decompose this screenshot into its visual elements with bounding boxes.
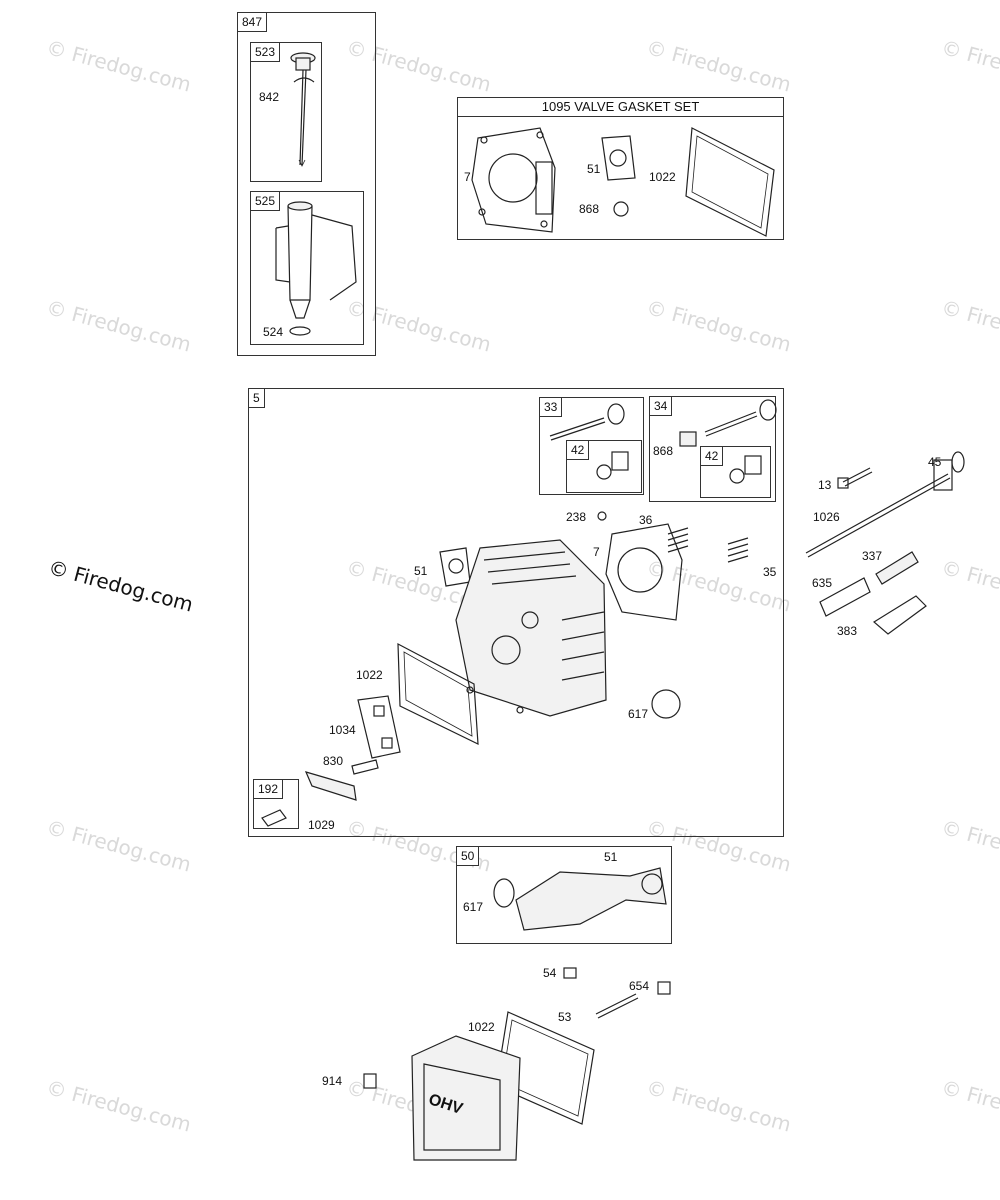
group-33-42-tag: 42 [567,441,590,460]
group-192-tag: 192 [254,780,284,799]
watermark: © Firedog.com [938,35,1000,97]
part-label-7: 7 [464,170,471,184]
part-label-337: 337 [862,549,883,563]
valve-gasket-set-box: 1095 VALVE GASKET SET [457,97,784,240]
part-label-13: 13 [818,478,832,492]
group-33-box: 33 [539,397,644,495]
group-34-tag: 34 [650,397,673,416]
watermark: © Firedog.com [643,1075,794,1137]
part-label-868-b: 868 [653,444,674,458]
part-label-842: 842 [259,90,280,104]
group-34-42-tag: 42 [701,447,724,466]
part-label-524: 524 [263,325,284,339]
watermark: © Firedog.com [43,35,194,97]
breather-tube-icon [595,993,639,1019]
part-label-51-c: 51 [604,850,618,864]
watermark: © Firedog.com [643,35,794,97]
group-525-tag: 525 [251,192,281,211]
watermark: © Firedog.com [938,555,1000,617]
part-label-1022-b: 1022 [356,668,383,682]
stud-icon [837,467,873,489]
part-label-1026: 1026 [813,510,840,524]
group-33-42-box: 42 [566,440,642,493]
part-label-830: 830 [323,754,344,768]
watermark: © Firedog.com [43,295,194,357]
part-label-36: 36 [639,513,653,527]
watermark: © Firedog.com [43,815,194,877]
cover-bolt-icon [363,1073,377,1089]
group-33-tag: 33 [540,398,563,417]
cover-gasket-3-icon [495,1011,595,1125]
watermark: © Firedog.com [643,295,794,357]
part-label-7-b: 7 [593,545,600,559]
part-label-51: 51 [587,162,601,176]
watermark: © Firedog.com [938,1075,1000,1137]
part-label-1022: 1022 [649,170,676,184]
part-label-868: 868 [579,202,600,216]
group-34-box: 34 [649,396,776,502]
nut-icon [657,981,671,995]
part-label-1034: 1034 [329,723,356,737]
group-34-42-box: 42 [700,446,771,498]
group-5-tag: 5 [249,389,265,408]
part-label-53: 53 [558,1010,572,1024]
group-525-box: 525 [250,191,364,345]
ohv-cover-logo: OHV [426,1091,465,1118]
group-523-box: 523 [250,42,322,182]
ignition-coil-icon [872,595,927,635]
part-label-617-b: 617 [463,900,484,914]
spark-plug-icon [875,551,919,585]
part-label-51-b: 51 [414,564,428,578]
group-847-box: 847 [237,12,376,356]
part-label-1029: 1029 [308,818,335,832]
part-label-238: 238 [566,510,587,524]
group-847-tag: 847 [238,13,268,32]
watermark: © Firedog.com [43,1075,194,1137]
watermark: © Firedog.com [938,295,1000,357]
part-label-914: 914 [322,1074,343,1088]
part-label-35: 35 [763,565,777,579]
valve-gasket-set-title: 1095 VALVE GASKET SET [458,98,783,117]
group-50-box: 50 [456,846,672,944]
screw-icon [563,967,577,979]
part-label-383: 383 [837,624,858,638]
part-label-617: 617 [628,707,649,721]
group-523-tag: 523 [251,43,281,62]
part-label-1022-c: 1022 [468,1020,495,1034]
watermark: © Firedog.com [343,1075,494,1137]
part-label-54: 54 [543,966,557,980]
part-label-654: 654 [629,979,650,993]
group-50-tag: 50 [457,847,480,866]
group-192-box: 192 [253,779,299,829]
watermark: © Firedog.com [938,815,1000,877]
group-5-box: 5 [248,388,784,837]
part-label-45: 45 [928,455,942,469]
firedog-watermark: © Firedog.com [45,555,196,617]
part-label-635: 635 [812,576,833,590]
